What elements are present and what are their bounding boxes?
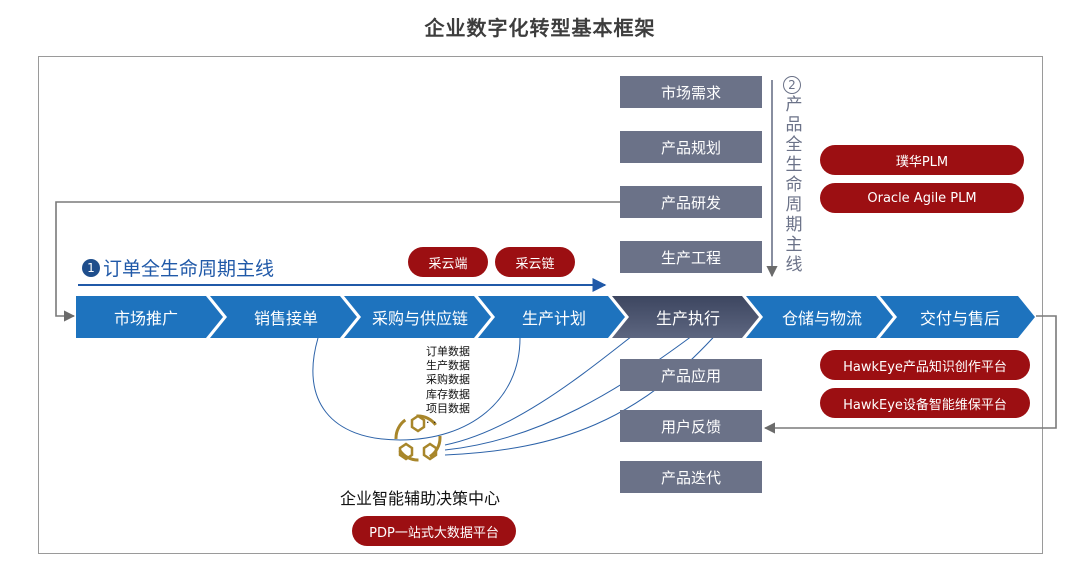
data-loop-curve [399,337,521,441]
data-item: 订单数据 [426,345,470,358]
product-hawkeye-maintenance[interactable]: HawkEye设备智能维保平台 [820,388,1030,418]
data-loop-curve [444,329,641,446]
chevron-shape [76,296,223,338]
chevron-production-plan[interactable]: 生产计划 [521,309,586,328]
step-user-feedback[interactable]: 用户反馈 [620,410,762,442]
chevron-delivery-service[interactable]: 交付与售后 [919,309,1000,328]
diagram-frame [38,56,1043,554]
product-puhua-plm[interactable]: 璞华PLM [820,145,1024,175]
data-item: 生产数据 [426,359,470,373]
order-line-text: 订单全生命周期主线 [103,258,275,280]
chevron-shape [612,296,759,338]
order-line-number: 1 [82,258,100,277]
product-line-text: 产品全生命周期主线 [785,95,803,275]
chevron-shape [210,296,357,338]
product-line-number: 2 [783,76,801,94]
hexagon-network-icon [394,414,442,462]
page-title: 企业数字化转型基本框架 [424,16,656,40]
decision-center-label: 企业智能辅助决策中心 [340,489,501,508]
chevron-production-execution[interactable]: 生产执行 [655,309,720,328]
chevron-market-promotion[interactable]: 市场推广 [113,309,178,328]
chevron-warehouse-logistics[interactable]: 仓储与物流 [781,309,862,328]
step-product-planning[interactable]: 产品规划 [620,131,762,163]
chevron-procurement[interactable]: 采购与供应链 [371,309,468,328]
step-product-application[interactable]: 产品应用 [620,359,762,391]
product-pdp-platform[interactable]: PDP一站式大数据平台 [352,516,516,546]
step-product-rd[interactable]: 产品研发 [620,186,762,218]
product-oracle-agile-plm[interactable]: Oracle Agile PLM [820,183,1024,213]
step-market-demand[interactable]: 市场需求 [620,76,762,108]
chevron-shape [344,296,491,338]
rd-feedback-arrow [55,201,620,322]
step-production-engineering[interactable]: 生产工程 [620,241,762,273]
tag-caiyunduan[interactable]: 采云端 [408,247,488,277]
data-loop-curve [444,329,701,451]
data-item: 库存数据 [426,387,470,401]
chevron-sales-order[interactable]: 销售接单 [253,309,318,328]
service-feedback-arrow [763,315,1057,434]
data-item: 项目数据 [426,401,470,415]
chevron-shape [478,296,625,338]
order-chevron-ribbon [76,296,1035,338]
data-item: · · [426,416,437,430]
chevron-shape [880,296,1035,338]
step-product-iteration[interactable]: 产品迭代 [620,461,762,493]
tag-caiyunlian[interactable]: 采云链 [495,247,575,277]
data-item: 采购数据 [426,373,470,387]
chevron-shape [746,296,893,338]
data-items-list: 订单数据 生产数据 采购数据 库存数据 项目数据 · · [426,345,470,430]
order-lifecycle-label: 1 订单全生命周期主线 [82,254,274,281]
product-hawkeye-knowledge[interactable]: HawkEye产品知识创作平台 [820,350,1030,380]
data-loop-curve [312,337,401,441]
